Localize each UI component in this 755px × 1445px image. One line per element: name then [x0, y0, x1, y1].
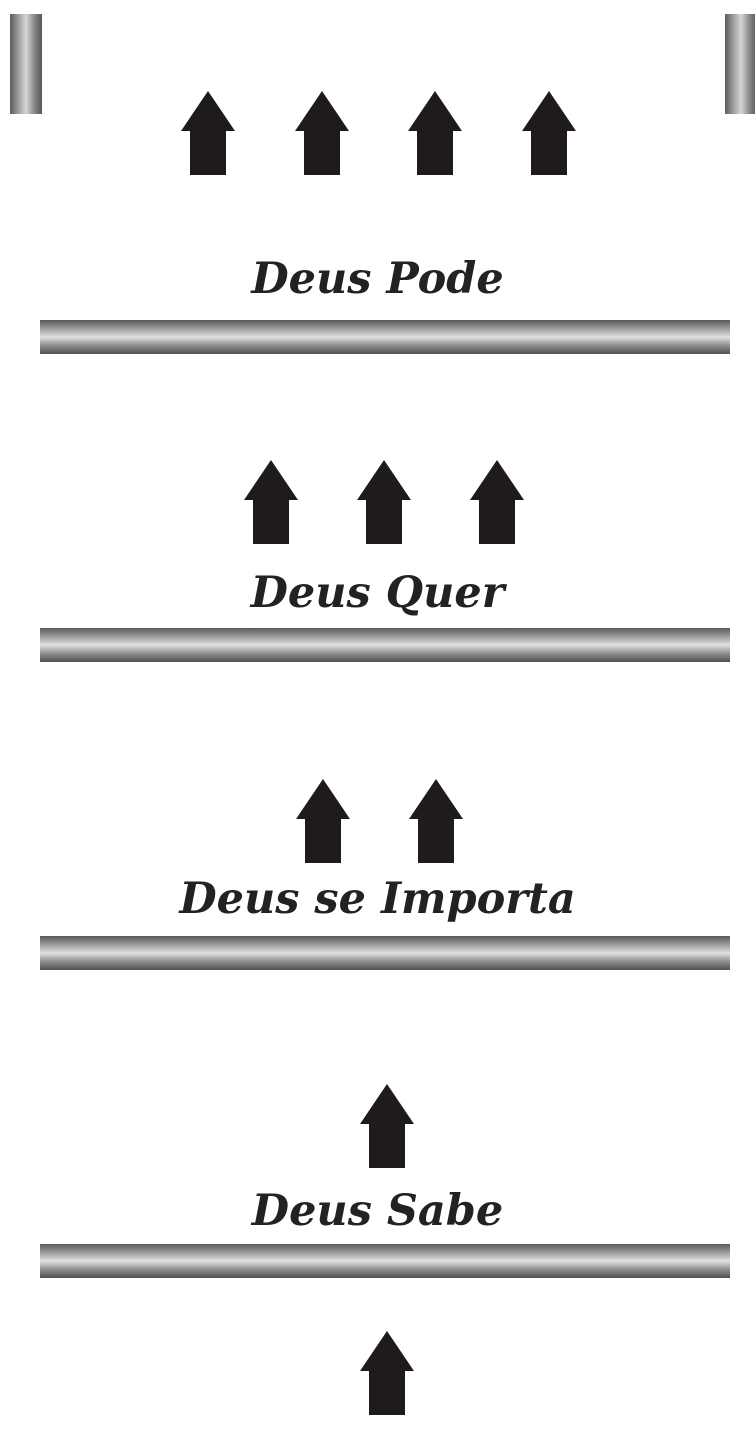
up-arrow-icon	[470, 460, 524, 544]
step-label-deus-pode: Deus Pode	[251, 254, 504, 304]
up-arrow-icon	[360, 1084, 414, 1168]
up-arrow-icon	[408, 91, 462, 175]
up-arrow-icon	[296, 779, 350, 863]
ladder-rung-1	[40, 320, 730, 354]
step-label-deus-se-importa: Deus se Importa	[179, 874, 576, 924]
step-label-deus-quer: Deus Quer	[250, 568, 505, 618]
up-arrow-icon	[522, 91, 576, 175]
up-arrow-icon	[244, 460, 298, 544]
ladder-rung-3	[40, 936, 730, 970]
up-arrow-icon	[409, 779, 463, 863]
ladder-left-rail	[10, 14, 42, 114]
up-arrow-icon	[295, 91, 349, 175]
up-arrow-icon	[360, 1331, 414, 1415]
up-arrow-icon	[357, 460, 411, 544]
up-arrow-icon	[181, 91, 235, 175]
ladder-rung-4	[40, 1244, 730, 1278]
ladder-right-rail	[725, 14, 755, 114]
step-label-deus-sabe: Deus Sabe	[251, 1186, 504, 1236]
ladder-rung-2	[40, 628, 730, 662]
